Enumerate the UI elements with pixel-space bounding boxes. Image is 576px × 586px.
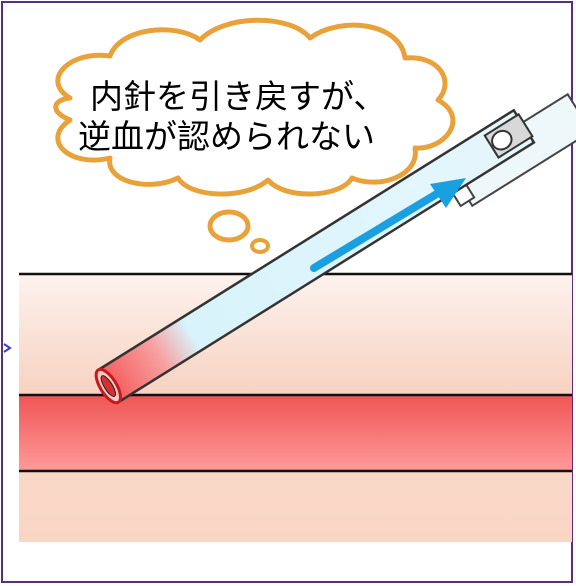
blood-vessel bbox=[19, 395, 572, 471]
cloud-thought-bubble-icon bbox=[53, 17, 456, 254]
bubble-text-line1: 内針を引き戻すが、 bbox=[90, 77, 386, 116]
thought-dot-small bbox=[250, 238, 270, 254]
left-pointer-icon bbox=[3, 343, 12, 353]
deep-tissue-layer bbox=[19, 471, 572, 542]
catheter-tube bbox=[94, 108, 536, 405]
upward-right-arrow-icon bbox=[310, 178, 466, 272]
thought-dot-large bbox=[207, 209, 251, 243]
bubble-text-line2: 逆血が認められない bbox=[78, 117, 375, 156]
